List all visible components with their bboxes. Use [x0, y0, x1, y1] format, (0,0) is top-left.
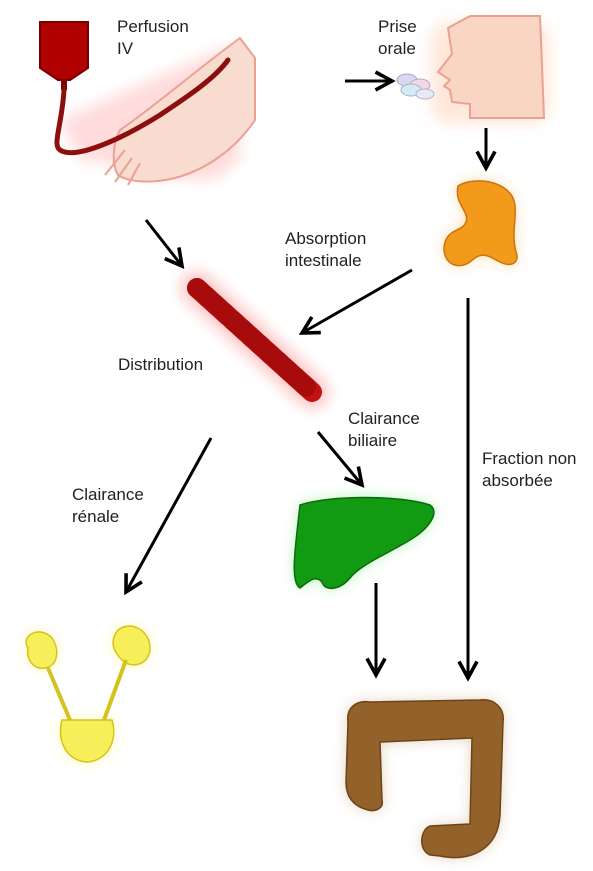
pills-icon	[397, 74, 434, 99]
label-absorption-intestinale: Absorption intestinale	[285, 228, 366, 272]
large-intestine-icon	[346, 700, 503, 858]
head-profile-icon	[430, 16, 550, 124]
blood-vessel-icon	[197, 288, 312, 392]
label-distribution: Distribution	[118, 354, 203, 376]
label-fraction-non-absorbee: Fraction non absorbée	[482, 448, 577, 492]
kidney-bladder-icon	[26, 626, 150, 762]
arrow-absorption	[302, 270, 412, 333]
label-clairance-renale: Clairance rénale	[72, 484, 144, 528]
arrow-iv-to-vessel	[146, 220, 182, 266]
iv-bag-icon	[40, 22, 88, 90]
label-perfusion-iv: Perfusion IV	[117, 16, 189, 60]
stomach-icon	[444, 181, 517, 266]
label-clairance-biliaire: Clairance biliaire	[348, 408, 420, 452]
liver-icon	[294, 498, 434, 589]
label-prise-orale: Prise orale	[378, 16, 417, 60]
